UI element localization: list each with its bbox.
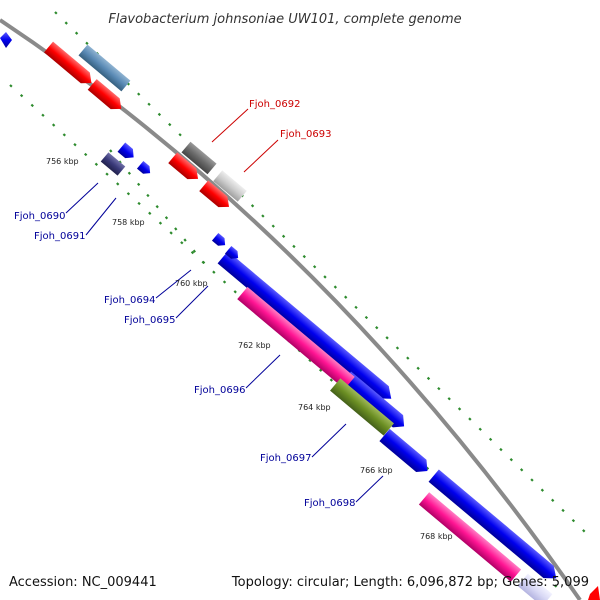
gene-label-fjoh-0690[interactable]: Fjoh_0690 bbox=[14, 211, 65, 222]
gene-arrow-red[interactable] bbox=[44, 41, 96, 89]
gene-arrow-red[interactable] bbox=[168, 152, 202, 184]
gene-arrow-red[interactable] bbox=[199, 180, 233, 212]
gene-arrow-blue[interactable] bbox=[0, 32, 12, 48]
gene-label-fjoh-0693[interactable]: Fjoh_0693 bbox=[280, 129, 331, 140]
gene-bar-steelblue[interactable] bbox=[78, 44, 131, 92]
gene-arrow-blue[interactable] bbox=[379, 428, 432, 477]
gene-features bbox=[0, 32, 600, 600]
gene-label-fjoh-0697[interactable]: Fjoh_0697 bbox=[260, 453, 311, 464]
gene-label-fjoh-0692[interactable]: Fjoh_0692 bbox=[249, 99, 300, 110]
gene-label-fjoh-0691[interactable]: Fjoh_0691 bbox=[34, 231, 85, 242]
gene-arrow-red[interactable] bbox=[87, 79, 126, 114]
gene-label-fjoh-0695[interactable]: Fjoh_0695 bbox=[124, 315, 175, 326]
gene-arrow-blue[interactable] bbox=[117, 142, 138, 162]
gene-arrow-blue[interactable] bbox=[428, 469, 562, 584]
gene-bar-lightgrey[interactable] bbox=[213, 170, 247, 202]
gene-labels: Fjoh_0692 Fjoh_0693 Fjoh_0690 Fjoh_0691 … bbox=[14, 99, 355, 509]
tick-label-760: 760 kbp bbox=[175, 279, 208, 288]
gene-label-fjoh-0698[interactable]: Fjoh_0698 bbox=[304, 498, 355, 509]
gene-bar-pink[interactable] bbox=[237, 286, 355, 390]
tick-label-768: 768 kbp bbox=[420, 532, 453, 541]
gene-arrow-blue[interactable] bbox=[217, 251, 397, 405]
tick-label-764: 764 kbp bbox=[298, 403, 331, 412]
label-leader-lines bbox=[65, 108, 384, 503]
tick-dot-row bbox=[54, 11, 586, 533]
gene-arrow-blue[interactable] bbox=[136, 160, 153, 177]
tick-label-762: 762 kbp bbox=[238, 341, 271, 350]
tick-label-758: 758 kbp bbox=[112, 218, 145, 227]
tick-label-756: 756 kbp bbox=[46, 157, 79, 166]
accession-text: Accession: NC_009441 bbox=[9, 575, 157, 590]
tick-label-766: 766 kbp bbox=[360, 466, 393, 475]
gene-arrow-blue[interactable] bbox=[224, 245, 241, 262]
gene-arrow-blue[interactable] bbox=[340, 371, 410, 432]
gene-bar-lavender[interactable] bbox=[517, 573, 553, 600]
map-title: Flavobacterium johnsoniae UW101, complet… bbox=[108, 12, 461, 27]
gene-bar-darkgrey[interactable] bbox=[181, 141, 217, 175]
gene-label-fjoh-0696[interactable]: Fjoh_0696 bbox=[194, 385, 245, 396]
gene-bar-navy[interactable] bbox=[100, 152, 126, 176]
gene-label-fjoh-0694[interactable]: Fjoh_0694 bbox=[104, 295, 155, 306]
gene-arrow-red[interactable] bbox=[588, 586, 600, 600]
gene-bar-pink[interactable] bbox=[418, 492, 522, 582]
scale-tick-labels: 756 kbp 758 kbp 760 kbp 762 kbp 764 kbp … bbox=[46, 157, 453, 541]
topology-text: Topology: circular; Length: 6,096,872 bp… bbox=[231, 575, 589, 590]
gene-bar-olive[interactable] bbox=[330, 378, 394, 436]
gene-arrow-blue[interactable] bbox=[211, 232, 228, 249]
